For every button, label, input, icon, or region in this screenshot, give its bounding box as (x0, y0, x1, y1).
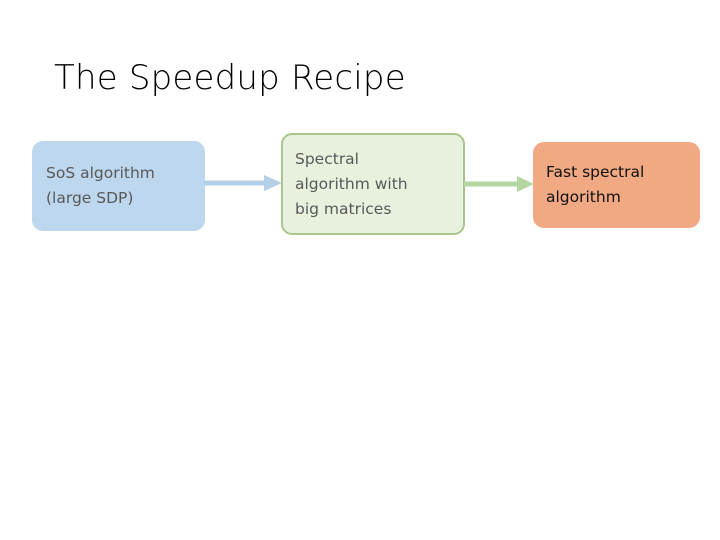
arrow-right-icon (204, 175, 282, 191)
page-title: The Speedup Recipe (54, 58, 406, 98)
arrow-spectral-to-fast-icon (464, 173, 536, 195)
flow-node-fast-spectral-algorithm[interactable]: Fast spectral algorithm (533, 142, 700, 228)
flow-node-label: Fast spectral algorithm (546, 163, 645, 206)
flow-node-spectral-algorithm[interactable]: Spectral algorithm with big matrices (281, 133, 465, 235)
flow-node-label: Spectral algorithm with big matrices (295, 149, 408, 218)
flow-node-label: SoS algorithm (large SDP) (46, 164, 155, 207)
arrow-sos-to-spectral-icon (204, 172, 284, 194)
arrow-right-icon (464, 176, 534, 192)
flow-node-sos-algorithm[interactable]: SoS algorithm (large SDP) (32, 141, 205, 231)
